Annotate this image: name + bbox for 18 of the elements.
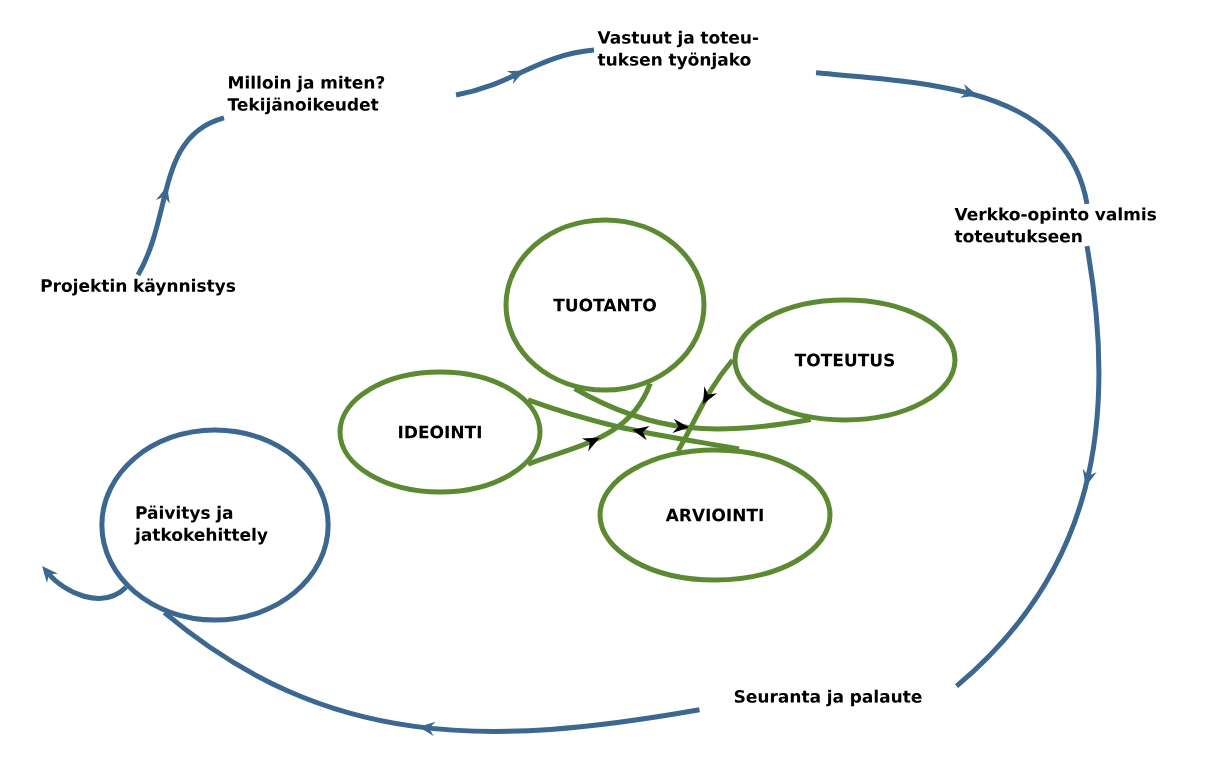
arrow [954,245,1102,688]
petal-loop: ARVIOINTI [597,447,833,583]
petal-loop: TUOTANTO [503,217,707,393]
step-label: Milloin ja miten? Tekijänoikeudet [227,75,385,115]
arrow [815,70,1090,205]
step-label: Seuranta ja palaute [734,689,922,707]
arrow [162,610,700,737]
step-label: Vastuut ja toteu-tuksen työnjako [597,30,759,70]
arrow [135,115,225,277]
arrow [527,382,653,467]
step-label: Projektin käynnistys [41,278,236,296]
loop-node: Päivitys ja jatkokehittely [99,427,331,623]
petal-loop: IDEOINTI [337,369,543,495]
arrow [455,47,595,98]
arrow [675,358,735,453]
arrow [527,397,740,452]
petal-loop: TOTEUTUS [732,297,958,423]
step-label: Verkko-opinto valmis toteutukseen [954,207,1156,243]
